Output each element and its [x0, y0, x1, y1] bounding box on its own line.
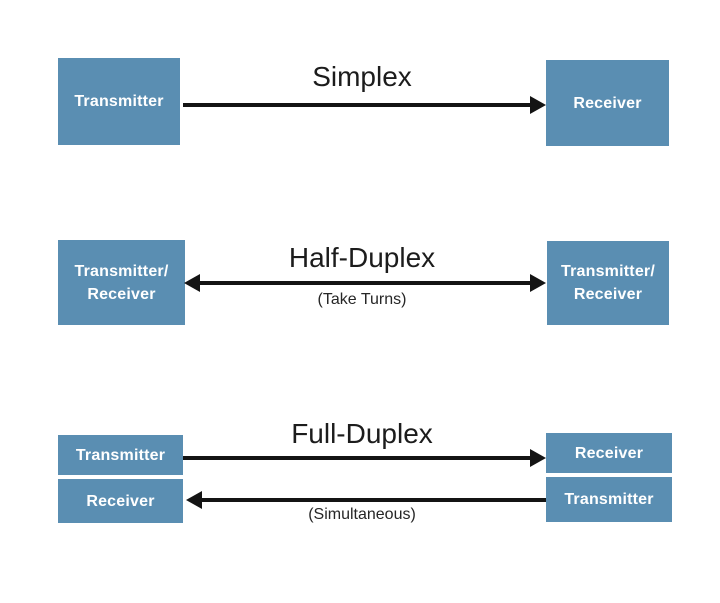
arrowhead-right-icon	[530, 96, 546, 114]
simplex-transmitter-box: Transmitter	[58, 58, 180, 145]
full-duplex-left-transmitter-box: Transmitter	[58, 435, 183, 475]
half-duplex-title: Half-Duplex	[288, 242, 436, 273]
full-duplex-bottom-arrow	[186, 491, 547, 509]
half-duplex-left-label-line2: Receiver	[87, 285, 156, 303]
half-duplex-subtitle: (Take Turns)	[317, 291, 407, 308]
full-duplex-left-receiver-box: Receiver	[58, 479, 183, 523]
simplex-receiver-box: Receiver	[546, 60, 669, 146]
full-duplex-right-receiver-box: Receiver	[546, 433, 672, 473]
half-duplex-arrow	[184, 274, 546, 292]
full-duplex-subtitle: (Simultaneous)	[308, 506, 416, 523]
arrowhead-right-icon	[530, 449, 546, 467]
simplex-title: Simplex	[312, 61, 412, 92]
half-duplex-left-label-line1: Transmitter/	[74, 262, 169, 280]
half-duplex-right-label-line2: Receiver	[573, 286, 643, 303]
half-duplex-right-label-line1: Transmitter/	[561, 263, 655, 280]
full-duplex-top-arrow	[183, 449, 546, 467]
arrowhead-right-icon	[530, 274, 546, 292]
full-duplex-right-transmitter-label: Transmitter	[564, 491, 654, 508]
half-duplex-right-box: Transmitter/ Receiver	[547, 241, 669, 325]
arrowhead-left-icon	[184, 274, 200, 292]
half-duplex-left-box: Transmitter/ Receiver	[58, 240, 185, 325]
full-duplex-right-receiver-label: Receiver	[574, 444, 644, 462]
simplex-receiver-label: Receiver	[573, 94, 642, 112]
arrowhead-left-icon	[186, 491, 202, 509]
simplex-transmitter-label: Transmitter	[74, 93, 164, 110]
full-duplex-bottom-arrow-shaft	[199, 498, 547, 502]
full-duplex-left-transmitter-label: Transmitter	[75, 446, 166, 464]
half-duplex-arrow-shaft	[197, 281, 533, 285]
simplex-arrow	[183, 96, 546, 114]
full-duplex-top-arrow-shaft	[183, 456, 533, 460]
simplex-arrow-shaft	[183, 103, 533, 107]
full-duplex-right-transmitter-box: Transmitter	[546, 477, 672, 522]
full-duplex-title: Full-Duplex	[291, 418, 433, 449]
full-duplex-left-receiver-label: Receiver	[86, 492, 155, 510]
